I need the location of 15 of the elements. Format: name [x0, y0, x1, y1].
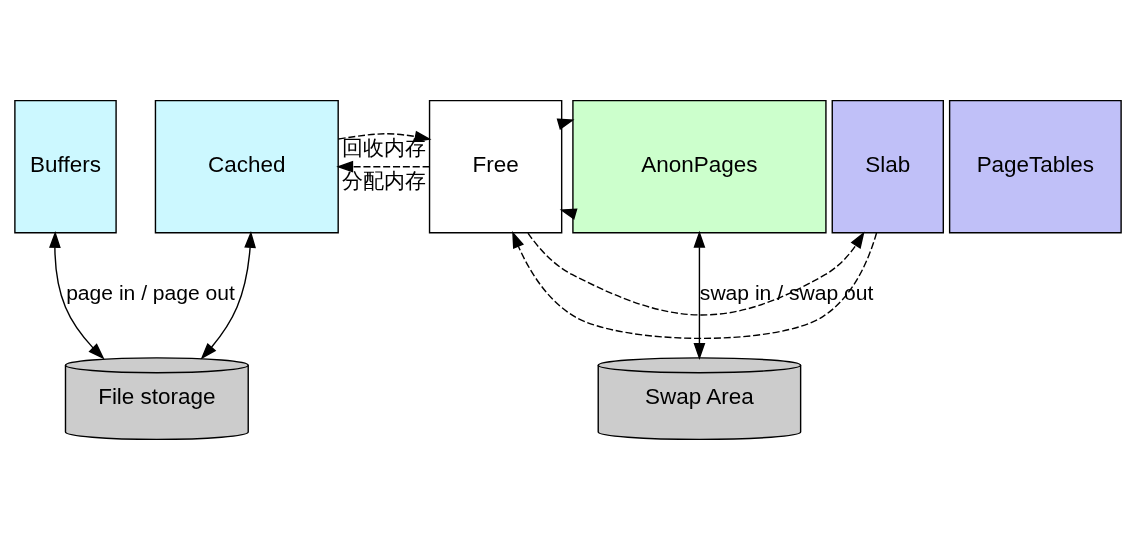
arrow [48, 231, 105, 360]
node-box: PageTables [948, 99, 1122, 234]
node-box: Buffers [14, 99, 117, 234]
arrow [559, 208, 578, 220]
arrow [200, 231, 256, 360]
arrow [693, 230, 706, 360]
edge-label: 分配内存 [341, 168, 426, 192]
arrow [336, 160, 431, 173]
node-box: Slab [831, 99, 944, 234]
edge-label: 回收内存 [341, 136, 426, 160]
arrow [556, 118, 575, 130]
arrow [527, 231, 865, 316]
arrow [512, 231, 878, 340]
node-box: Cached [154, 99, 339, 234]
edge-label: page in / page out [66, 281, 235, 305]
